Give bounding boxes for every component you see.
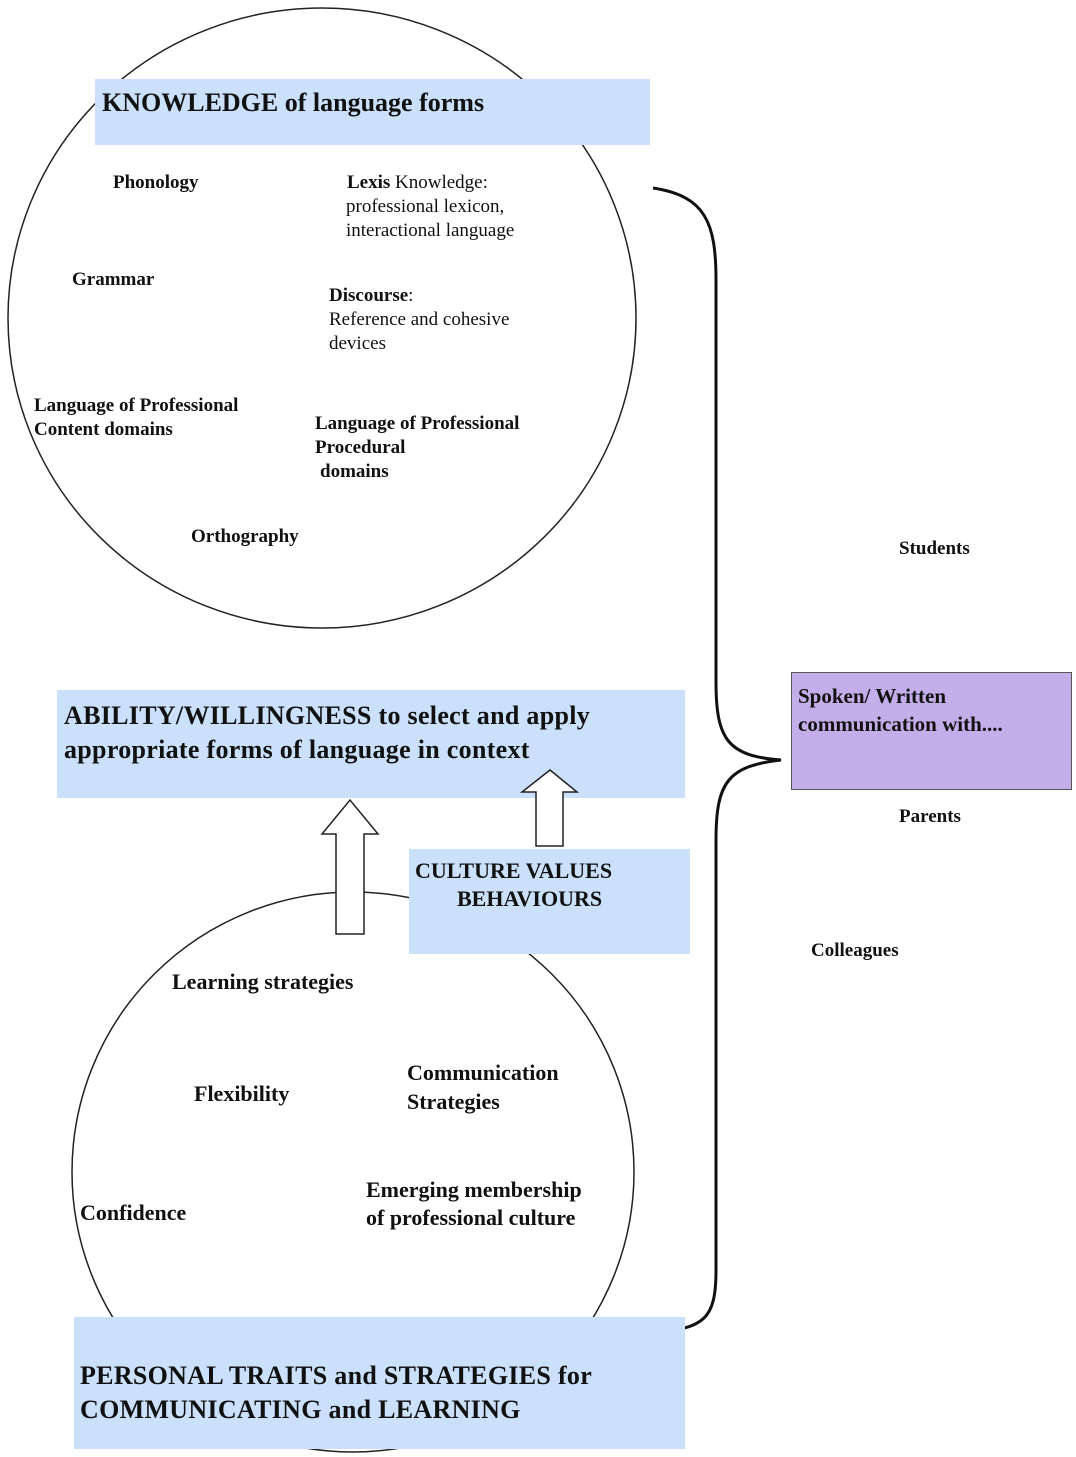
learning-strategies-label: Learning strategies <box>172 969 354 994</box>
content-domains-line1: Language of Professional <box>34 395 239 416</box>
procedural-domains-line2: Procedural <box>315 437 406 458</box>
lexis-line3: interactional language <box>346 220 515 241</box>
discourse-line2: Reference and cohesive <box>329 309 510 330</box>
communication-strategies-line2: Strategies <box>407 1089 500 1114</box>
orthography-label: Orthography <box>191 526 299 547</box>
grammar-label: Grammar <box>72 269 155 290</box>
procedural-domains-line3: domains <box>320 461 389 482</box>
knowledge-title-box <box>95 79 650 145</box>
flexibility-label: Flexibility <box>194 1081 290 1106</box>
communication-line2: communication with.... <box>798 712 1003 736</box>
lexis-bold: Lexis <box>347 172 391 193</box>
knowledge-circle <box>7 7 637 629</box>
discourse-label: Discourse: <box>329 284 413 308</box>
ability-line1: ABILITY/WILLINGNESS to select and apply <box>64 701 591 730</box>
knowledge-title: KNOWLEDGE of language forms <box>102 88 485 117</box>
ability-line2: appropriate forms of language in context <box>64 735 530 764</box>
parents-label: Parents <box>899 806 961 827</box>
personal-title-line2: COMMUNICATING and LEARNING <box>80 1395 521 1424</box>
communication-box <box>791 672 1072 790</box>
personal-title-box <box>74 1317 685 1449</box>
communication-strategies-line1: Communication <box>407 1060 559 1085</box>
discourse-bold: Discourse <box>329 285 409 306</box>
lexis-label: Lexis Knowledge: <box>347 171 488 195</box>
ability-box <box>57 690 685 798</box>
lexis-line2: professional lexicon, <box>346 196 505 217</box>
confidence-label: Confidence <box>80 1200 187 1225</box>
colleagues-label: Colleagues <box>811 940 899 961</box>
emerging-membership-line1: Emerging membership <box>366 1177 582 1202</box>
students-label: Students <box>899 538 970 559</box>
content-domains-line2: Content domains <box>34 419 173 440</box>
communication-line1: Spoken/ Written <box>798 684 947 708</box>
discourse-line3: devices <box>329 333 386 354</box>
culture-line1: CULTURE VALUES <box>415 858 613 883</box>
culture-line2: BEHAVIOURS <box>457 886 603 911</box>
lexis-rest: Knowledge: <box>390 172 488 193</box>
procedural-domains-line1: Language of Professional <box>315 413 520 434</box>
personal-title-line1: PERSONAL TRAITS and STRATEGIES for <box>80 1361 593 1390</box>
curly-brace <box>652 186 782 1335</box>
phonology-label: Phonology <box>113 172 199 193</box>
emerging-membership-line2: of professional culture <box>366 1205 576 1230</box>
culture-box <box>409 849 690 954</box>
discourse-rest: : <box>408 285 414 306</box>
